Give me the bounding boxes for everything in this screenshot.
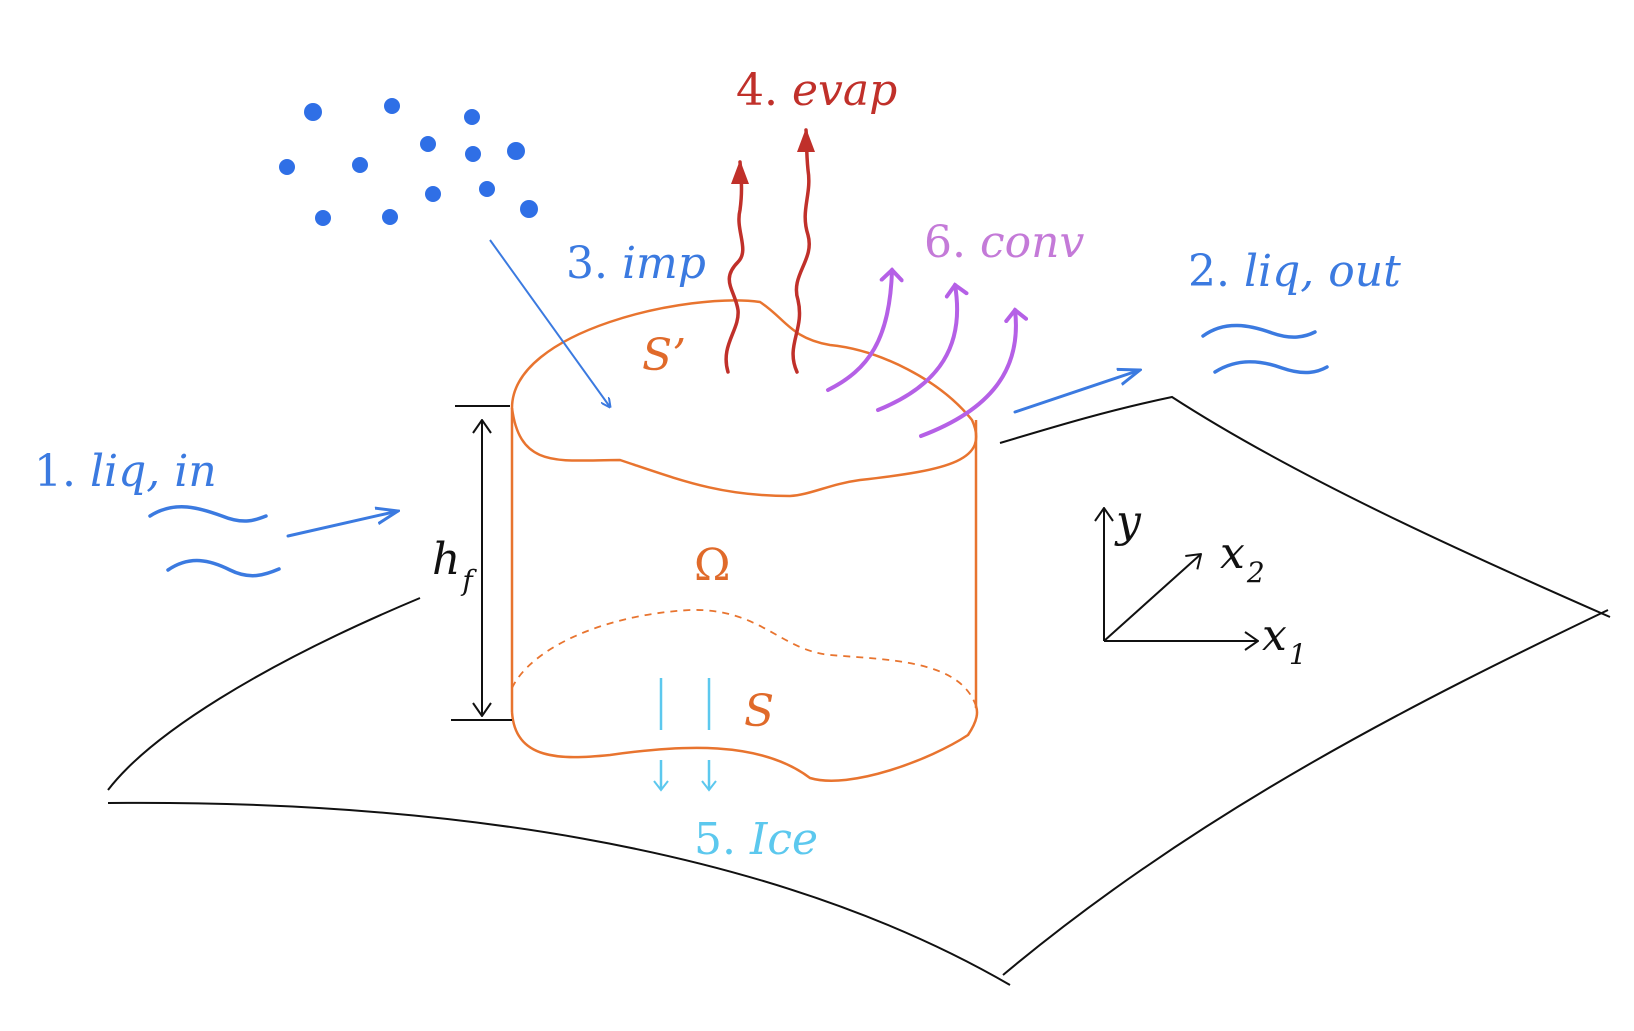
droplet xyxy=(384,98,400,114)
coordinate-axes xyxy=(1104,508,1258,641)
convection-arrows xyxy=(826,267,1029,438)
surface-front-edge xyxy=(107,801,1011,986)
omega-label: Ω xyxy=(694,540,730,591)
s-label: S xyxy=(744,686,774,737)
liquid-in-group xyxy=(148,505,398,578)
droplet xyxy=(420,136,436,152)
liquid-out-label: 2. liq, out xyxy=(1188,246,1401,297)
film-bottom-back xyxy=(511,609,977,707)
droplet xyxy=(507,142,525,160)
droplet xyxy=(315,210,331,226)
x2-axis-arrow xyxy=(1103,554,1201,642)
impingement-label: 3. imp xyxy=(566,238,706,289)
droplet xyxy=(304,103,322,121)
liquid-in-wave-bottom xyxy=(166,558,281,578)
surface xyxy=(107,395,1611,986)
evaporation-arrows xyxy=(724,128,815,374)
x1-axis-label: x1 xyxy=(1262,610,1307,671)
surface-right-edge xyxy=(1002,609,1609,976)
film-bottom-front xyxy=(510,705,979,782)
liquid-in-arrow xyxy=(286,511,398,538)
liquid-out-wave-bottom xyxy=(1213,360,1329,375)
conv-arrow-3 xyxy=(919,307,1029,438)
droplet xyxy=(382,209,398,225)
droplet xyxy=(479,181,495,197)
ice-arrows xyxy=(653,678,717,792)
droplet xyxy=(464,109,480,125)
convection-label: 6. conv xyxy=(924,217,1084,268)
surface-back-edge xyxy=(999,395,1611,618)
water-film xyxy=(510,299,979,782)
evap-arrow-left xyxy=(724,160,749,374)
x2-axis-label: x2 xyxy=(1220,528,1265,589)
liquid-out-wave-top xyxy=(1201,323,1317,339)
liquid-in-label: 1. liq, in xyxy=(34,446,217,497)
droplet xyxy=(352,157,368,173)
droplet xyxy=(279,159,295,175)
impingement-arrow xyxy=(489,239,610,407)
film-top-surface xyxy=(510,299,978,498)
y-axis-label: y xyxy=(1114,496,1142,547)
hf-label: hf xyxy=(432,534,477,597)
droplet xyxy=(520,200,538,218)
droplet xyxy=(465,146,481,162)
height-marker xyxy=(451,405,512,721)
evaporation-label: 4. evap xyxy=(736,65,897,116)
droplet xyxy=(425,186,441,202)
ice-label: 5. Ice xyxy=(694,814,818,865)
liquid-out-arrow xyxy=(1013,370,1140,414)
evap-arrow-right xyxy=(791,128,815,374)
conv-arrow-1 xyxy=(826,267,904,392)
liquid-out-group xyxy=(1013,323,1329,414)
droplet-cloud xyxy=(279,98,538,226)
s-prime-label: S’ xyxy=(642,330,686,381)
liquid-in-wave-top xyxy=(148,505,268,523)
surface-left-edge xyxy=(107,597,421,791)
conv-arrow-2 xyxy=(876,282,969,412)
